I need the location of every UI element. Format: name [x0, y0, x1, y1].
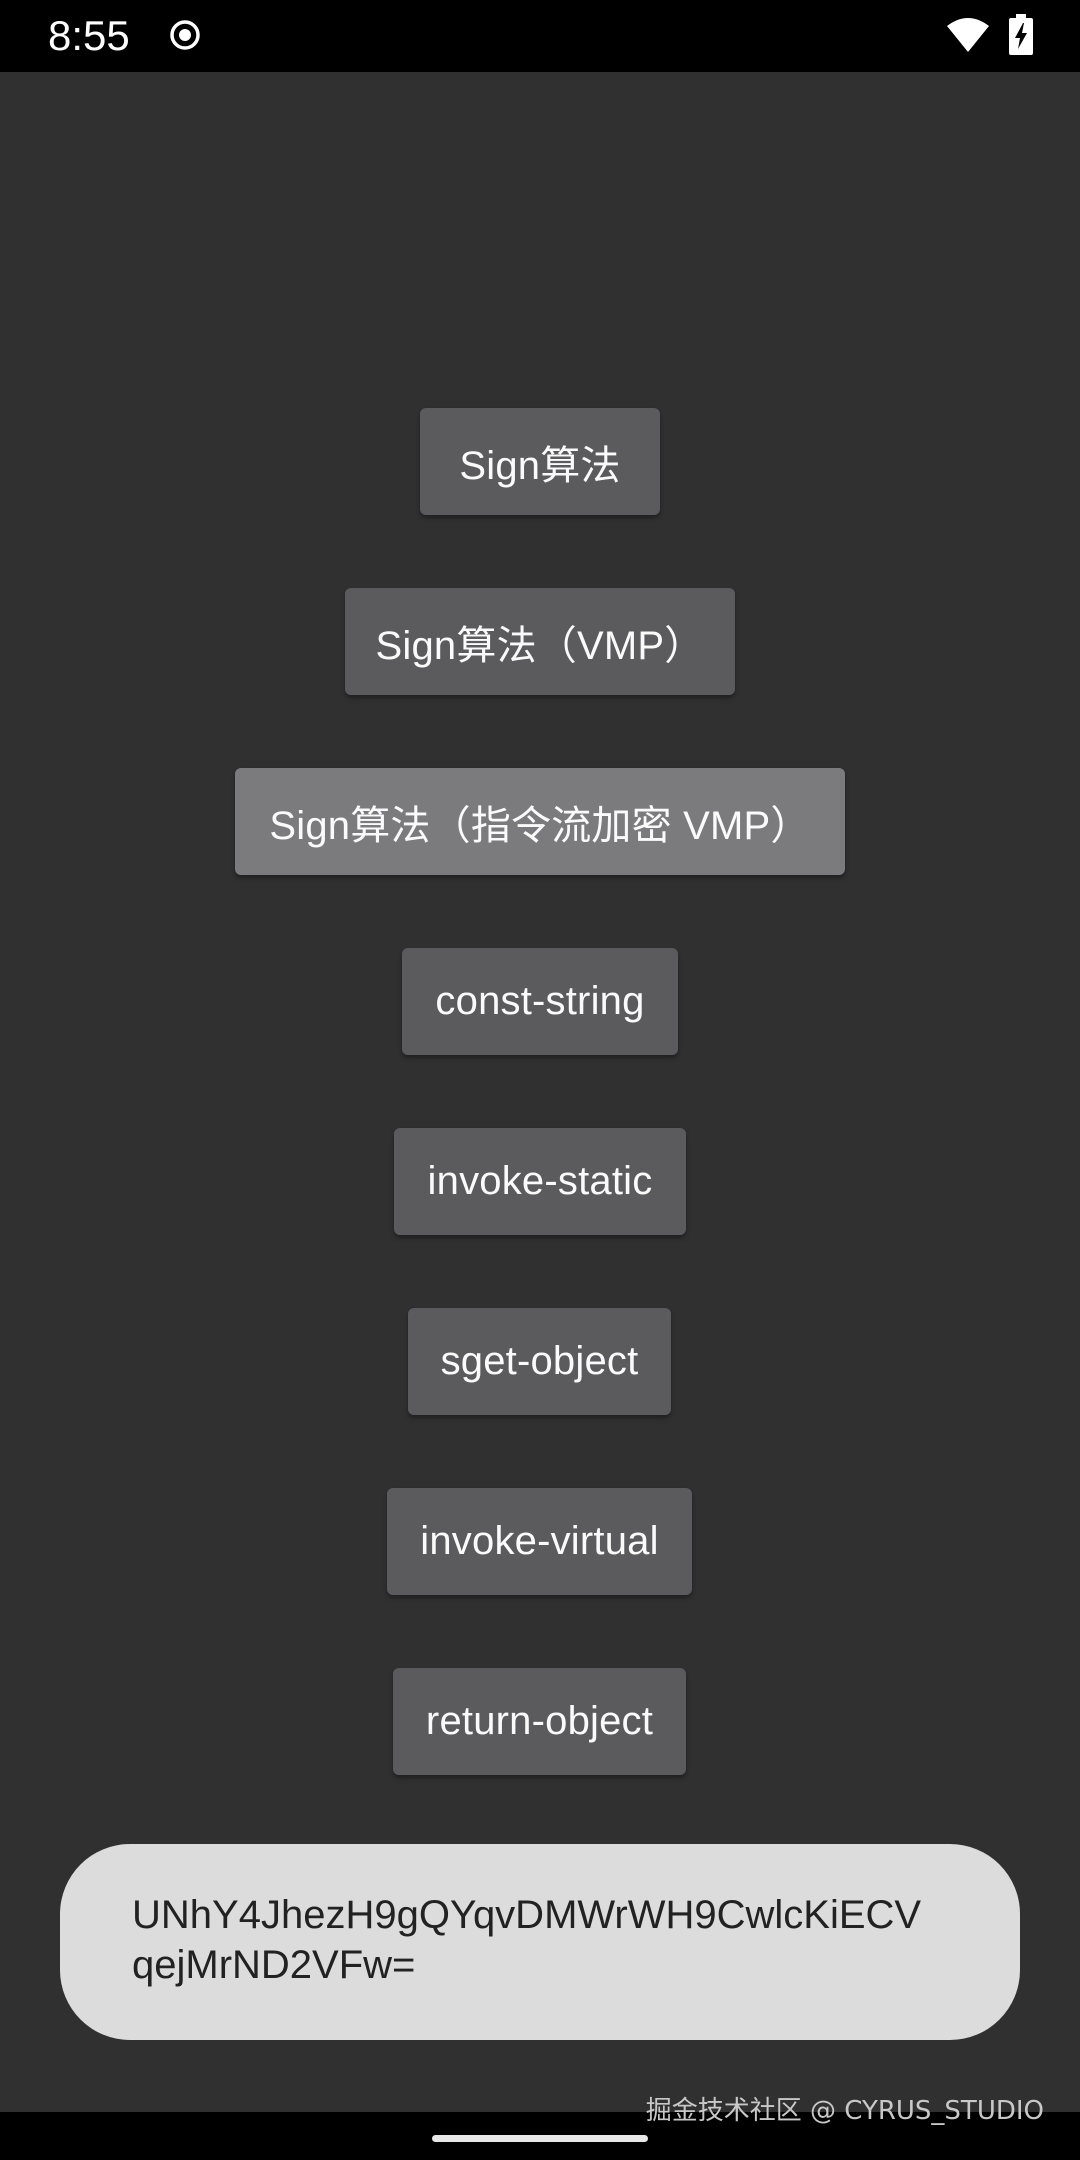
return-object-button[interactable]: return-object — [393, 1668, 686, 1775]
const-string-button[interactable]: const-string — [402, 948, 678, 1055]
sign-algorithm-vmp-button[interactable]: Sign算法（VMP） — [345, 588, 735, 695]
battery-charging-icon — [1009, 14, 1033, 55]
status-time: 8:55 — [48, 12, 130, 59]
toast-message: UNhY4JhezH9gQYqvDMWrWH9CwlcKiECVqejMrND2… — [60, 1844, 1020, 2040]
record-icon — [170, 20, 200, 50]
sget-object-button[interactable]: sget-object — [408, 1308, 671, 1415]
watermark: 掘金技术社区 @ CYRUS_STUDIO — [645, 2096, 1044, 2126]
invoke-virtual-button[interactable]: invoke-virtual — [387, 1488, 692, 1595]
sign-algorithm-instruction-encryption-vmp-button[interactable]: Sign算法（指令流加密 VMP） — [235, 768, 845, 875]
toast-text: UNhY4JhezH9gQYqvDMWrWH9CwlcKiECVqejMrND2… — [132, 1893, 922, 1987]
home-gesture-handle[interactable] — [432, 2135, 648, 2142]
sign-algorithm-button[interactable]: Sign算法 — [420, 408, 660, 515]
wifi-icon — [947, 18, 989, 52]
status-bar: 8:55 — [0, 0, 1080, 72]
invoke-static-button[interactable]: invoke-static — [394, 1128, 686, 1235]
